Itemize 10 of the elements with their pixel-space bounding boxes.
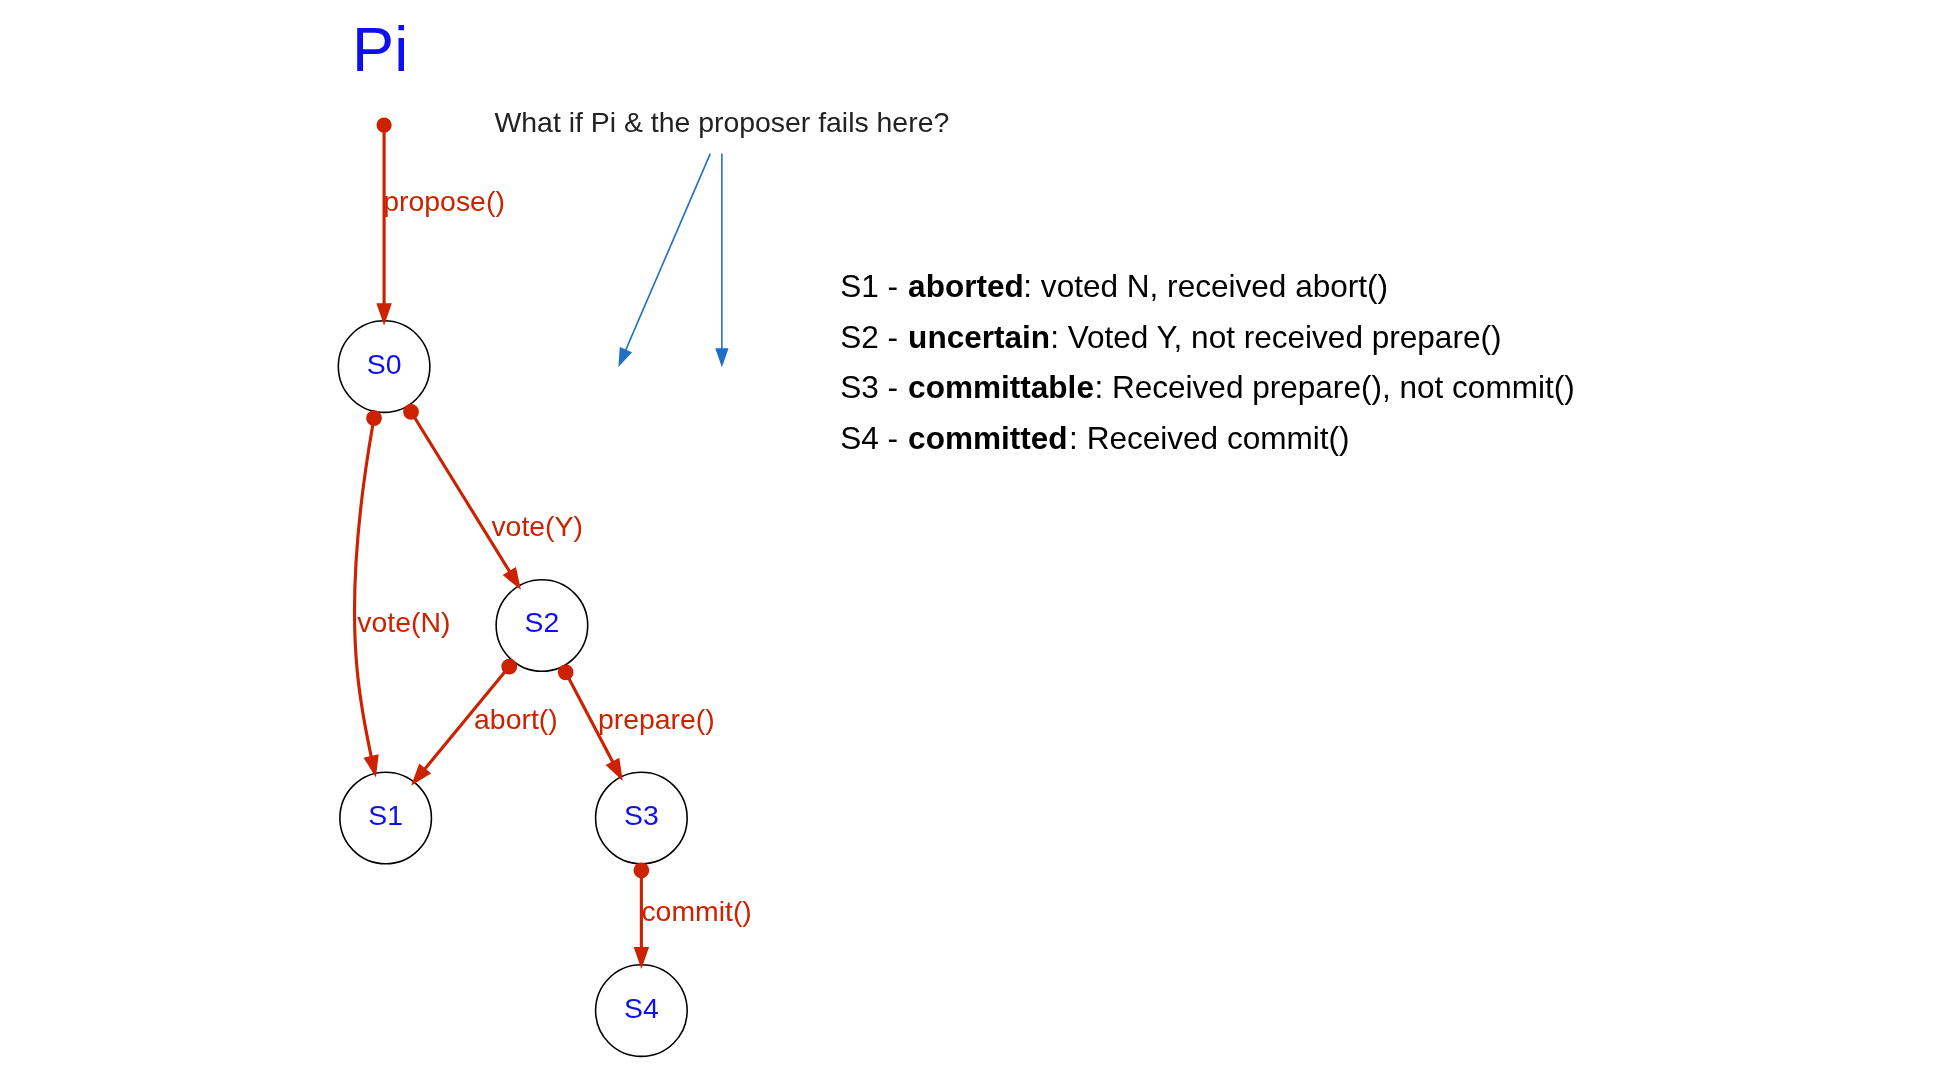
- node-text: What if Pi & the proposer fails here?: [494, 106, 949, 139]
- edge-label: abort(): [473, 702, 558, 735]
- label: S2 - uncertain: Voted Y, not received prepare(): [839, 318, 1501, 355]
- diagram-title: Pi: [351, 14, 408, 85]
- label: S1 - aborted: voted N, received abort(): [839, 268, 1388, 305]
- edge-label: prepare(): [597, 702, 715, 735]
- label: S4 - committed: Received commit(): [839, 419, 1350, 456]
- label: S3 - committable: Received prepare(), not commit(): [839, 369, 1575, 406]
- edge-label: vote(Y): [490, 510, 583, 543]
- edge-label: vote(N): [356, 606, 450, 639]
